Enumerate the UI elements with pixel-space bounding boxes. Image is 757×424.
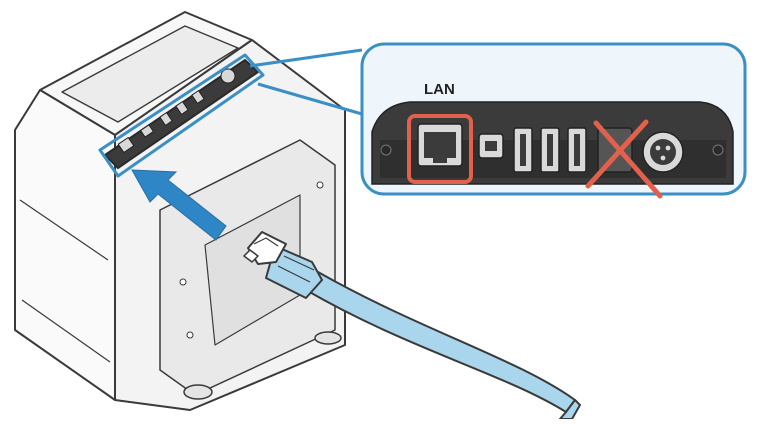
lan-label: LAN (424, 81, 455, 98)
lan-port-icon (417, 123, 463, 167)
usb-b-port-icon (478, 133, 504, 159)
insert-arrow-icon (131, 169, 227, 241)
usb-a-port-icon (540, 127, 560, 173)
drawer-port-icon (597, 127, 633, 173)
usb-a-port-icon (513, 127, 533, 173)
cross-out-icon (585, 119, 663, 199)
callout-leader (249, 48, 363, 116)
power-jack-icon (642, 131, 684, 173)
ethernet-cable-icon (243, 231, 581, 420)
printer-illustration (14, 11, 346, 411)
callout-box: LAN (360, 42, 747, 199)
usb-a-port-icon (567, 127, 587, 173)
lan-port-highlight (407, 114, 473, 184)
